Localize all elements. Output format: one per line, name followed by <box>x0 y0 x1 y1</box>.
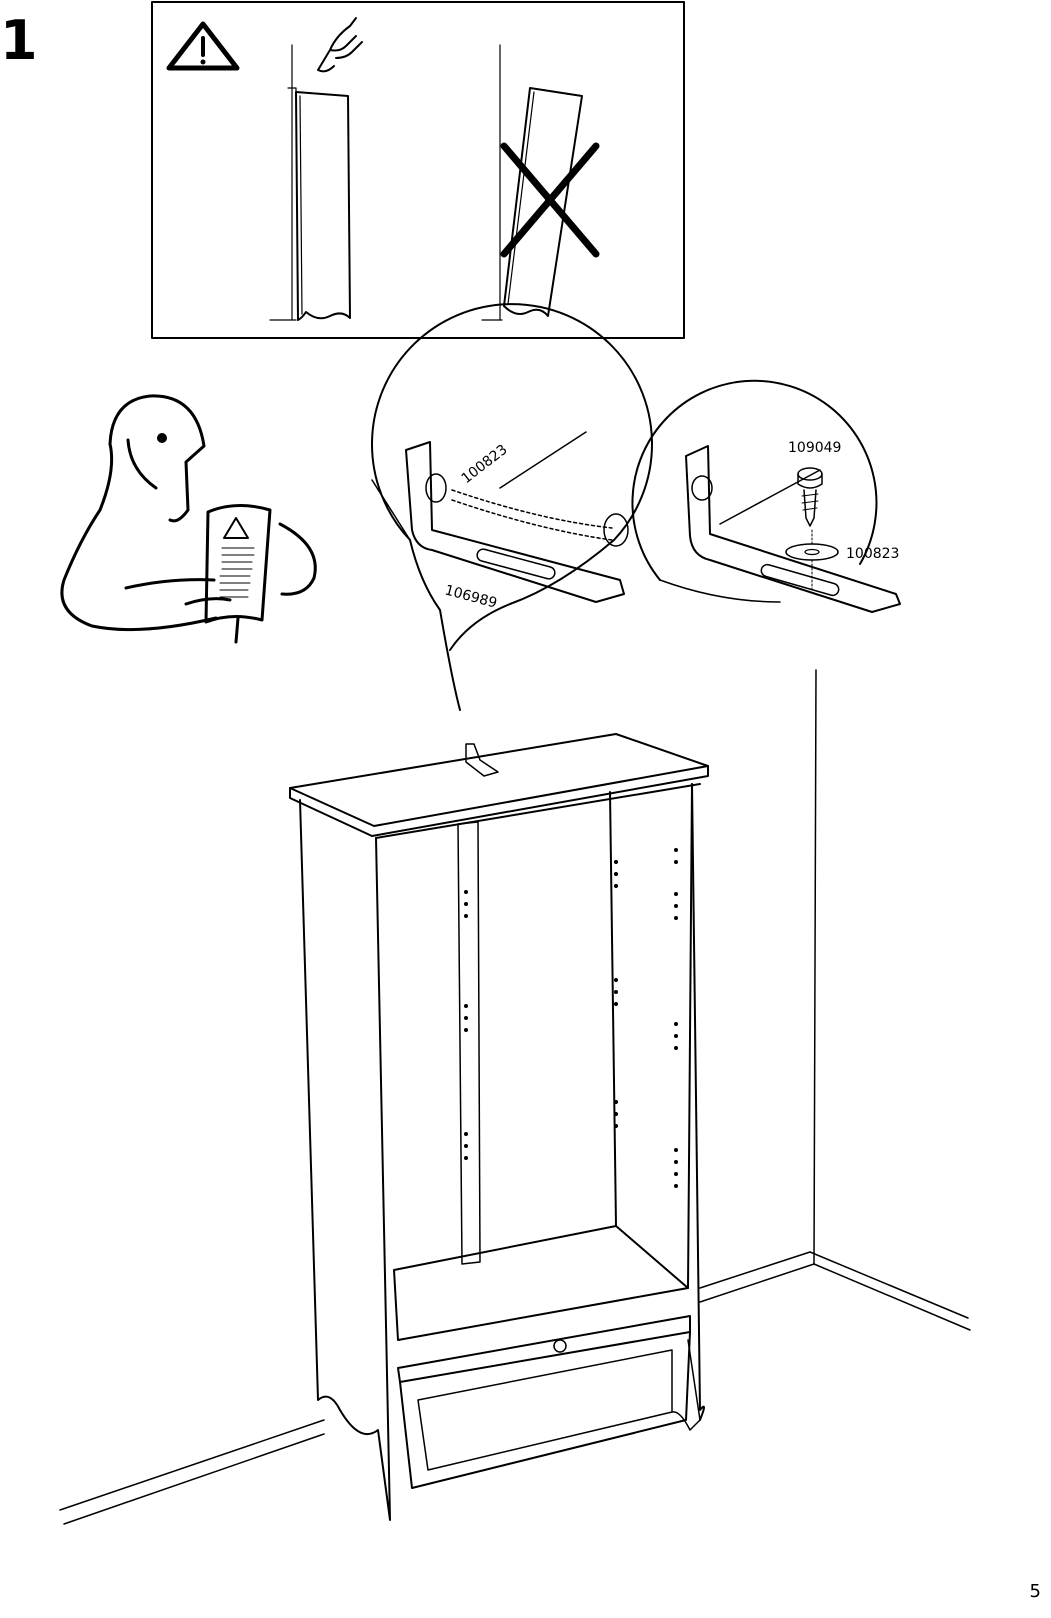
washer-icon <box>786 544 838 560</box>
panel-against-wall <box>270 18 362 320</box>
part-number-100823-left: 100823 <box>459 442 511 488</box>
panel-leaning-wrong <box>482 45 596 320</box>
warning-triangle-icon <box>169 24 237 68</box>
detail-circle-screw-washer: 109049 100823 <box>632 381 900 612</box>
part-number-100823-right: 100823 <box>846 546 899 562</box>
room-corner <box>60 670 970 1524</box>
detail-circle-bracket-screw: 100823 106989 <box>372 304 652 710</box>
part-number-106989: 106989 <box>443 582 499 611</box>
page-number: 5 <box>1030 1581 1041 1602</box>
cabinet <box>290 734 708 1520</box>
person-reading-icon <box>62 396 315 642</box>
cross-out-icon <box>504 146 596 254</box>
warning-panel <box>152 2 684 338</box>
hand-icon <box>318 18 362 71</box>
screw-icon <box>798 468 822 526</box>
part-number-109049: 109049 <box>788 440 841 456</box>
